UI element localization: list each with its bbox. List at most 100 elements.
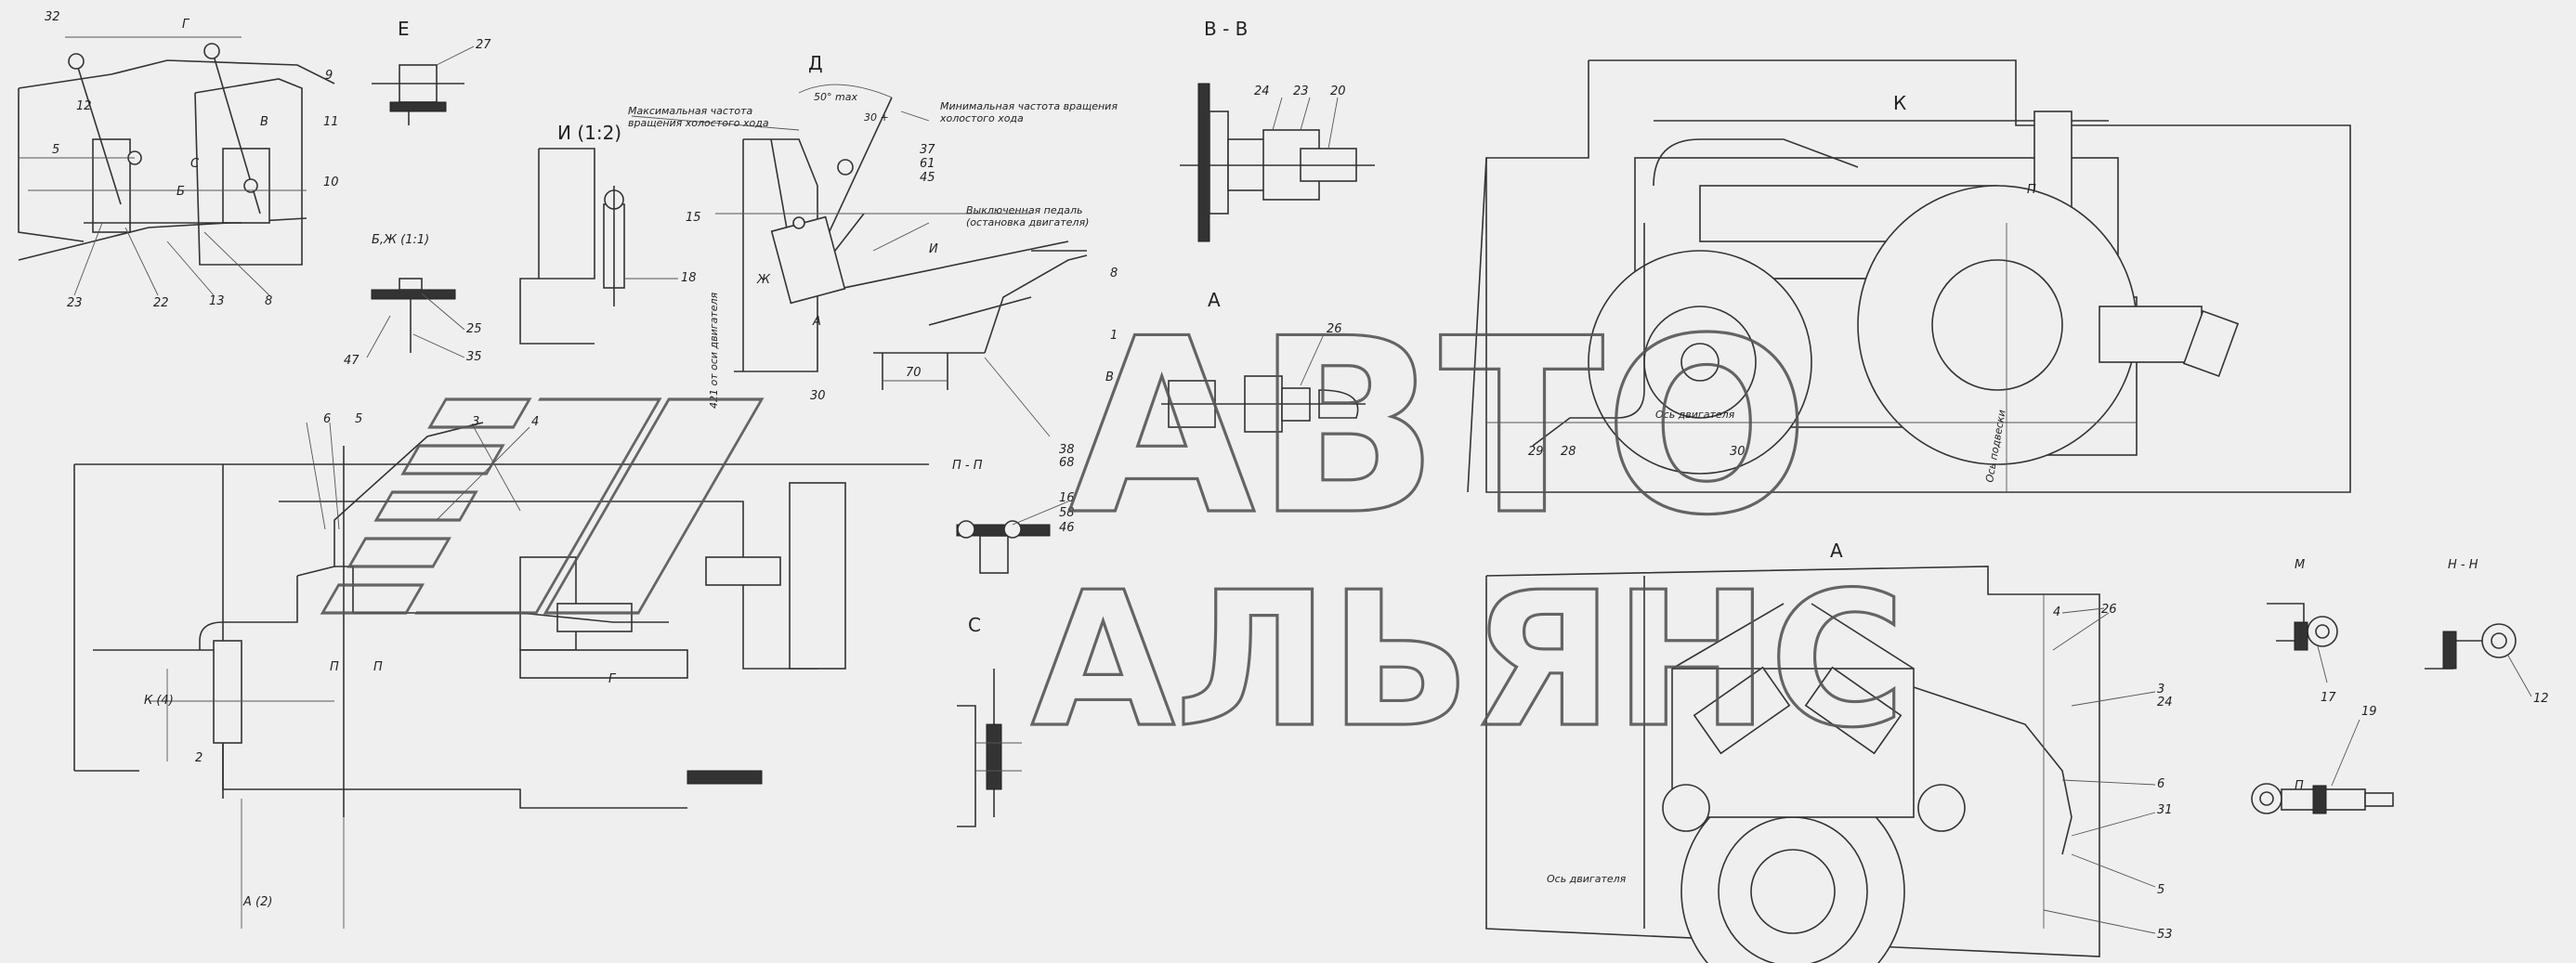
label-I: И <box>929 242 938 256</box>
watermark-line1: АВТО <box>1068 288 1810 568</box>
label-24-A: 24 <box>2157 696 2173 709</box>
label-58: 58 <box>1059 506 1075 520</box>
view-P-title: П <box>2295 779 2304 793</box>
label-30: 30 <box>810 389 826 403</box>
label-38: 38 <box>1059 443 1075 457</box>
label-3: 3 <box>472 415 479 429</box>
annotation-min-idle-2: холостого хода <box>939 112 1024 124</box>
label-4: 4 <box>531 415 539 429</box>
label-B-D: В <box>1105 371 1114 384</box>
view-A-lower: А 4 26 3 24 6 31 5 53 Ось двигателя <box>1485 540 2173 963</box>
view-A-mid: А 26 <box>1161 289 1366 433</box>
dimension-70: 70 <box>906 366 922 380</box>
view-BB-title: В - В <box>1204 18 1248 40</box>
view-I: И (1:2) 18 <box>519 122 697 345</box>
label-24: 24 <box>1254 85 1270 98</box>
label-30-K: 30 <box>1730 445 1746 459</box>
label-6: 6 <box>323 412 331 426</box>
view-NN-title: Н - Н <box>2448 558 2478 572</box>
label-23: 23 <box>67 296 83 310</box>
view-K: К П Ось двигателя Ось подвески 29 28 30 <box>1467 59 2351 493</box>
label-5-main: 5 <box>355 412 362 426</box>
label-26-A: 26 <box>2101 603 2117 617</box>
label-25: 25 <box>466 322 482 336</box>
annotation-pedal-off: Выключенная педаль <box>966 204 1083 216</box>
label-20: 20 <box>1330 85 1346 98</box>
label-P2: П <box>373 660 383 674</box>
label-27: 27 <box>476 38 491 52</box>
annotation-max-idle-2: вращения холостого хода <box>628 117 769 129</box>
label-29: 29 <box>1528 445 1544 459</box>
view-P: П 19 <box>2251 705 2394 814</box>
label-68: 68 <box>1059 456 1075 470</box>
label-C: С <box>190 157 200 171</box>
label-P: П <box>330 660 339 674</box>
label-47: 47 <box>344 354 360 368</box>
annotation-min-idle: Минимальная частота вращения <box>940 100 1118 112</box>
label-11: 11 <box>323 115 339 129</box>
label-P-K: П <box>2027 183 2036 197</box>
label-61: 61 <box>920 157 935 171</box>
label-5-A: 5 <box>2157 883 2164 897</box>
label-9: 9 <box>325 69 333 83</box>
view-K-title: К <box>1893 92 1906 114</box>
label-5: 5 <box>52 143 59 157</box>
view-A-mid-title: А <box>1208 289 1221 311</box>
annotation-max-idle: Максимальная частота <box>628 105 753 117</box>
label-4-A: 4 <box>2053 605 2060 619</box>
label-26: 26 <box>1327 322 1342 336</box>
angle-50: 50° max <box>814 91 857 103</box>
view-BZh: Б,Ж (1:1) 25 35 47 <box>344 233 482 368</box>
label-31: 31 <box>2157 803 2173 817</box>
view-PP: П - П 16 58 46 <box>952 459 1075 574</box>
view-D: Д Максимальная частота вращения холостог… <box>628 52 1118 470</box>
label-46: 46 <box>1059 521 1075 535</box>
label-53: 53 <box>2157 928 2173 942</box>
view-main-lower-left: 6 5 3 4 К (4) 2 П П Г А (2) <box>73 412 929 929</box>
label-G-main: Г <box>608 672 617 686</box>
view-A-lower-title: А <box>1830 540 1843 562</box>
watermark-line2: АЛЬЯНС <box>1031 553 1906 769</box>
label-13: 13 <box>209 294 225 308</box>
view-M-title: М <box>2295 558 2305 572</box>
view-BZh-title: Б,Ж (1:1) <box>372 233 429 247</box>
label-23-BB: 23 <box>1293 85 1309 98</box>
label-32: 32 <box>45 10 60 24</box>
label-3-A: 3 <box>2157 683 2164 696</box>
label-A2: А (2) <box>242 895 272 909</box>
label-8: 8 <box>265 294 272 308</box>
view-top-left: 32 Г 9 12 11 5 С 10 Б В 23 22 13 8 <box>18 10 339 310</box>
annotation-pedal-off-2: (остановка двигателя) <box>966 216 1089 228</box>
label-6-A: 6 <box>2157 777 2164 791</box>
label-45: 45 <box>920 171 935 185</box>
label-19: 19 <box>2361 705 2377 719</box>
view-D-title: Д <box>808 52 823 74</box>
label-22: 22 <box>153 296 169 310</box>
label-Zh: Ж <box>756 273 771 287</box>
view-NN: Н - Н 12 <box>2425 558 2549 706</box>
label-G: Г <box>182 18 190 32</box>
label-12-NN: 12 <box>2533 692 2549 706</box>
view-C-title: С <box>968 614 981 636</box>
label-17: 17 <box>2321 691 2336 705</box>
dimension-421: 421 от оси двигателя <box>708 292 720 409</box>
label-8-D: 8 <box>1110 267 1118 280</box>
view-C: С <box>957 614 1022 827</box>
label-15: 15 <box>686 211 701 225</box>
label-1: 1 <box>1110 329 1118 343</box>
label-V: В <box>260 115 268 129</box>
label-A: А <box>812 315 821 329</box>
label-16: 16 <box>1059 491 1075 505</box>
view-M: М 17 <box>2267 558 2338 705</box>
label-10: 10 <box>323 176 339 189</box>
view-E: Е 27 <box>372 18 491 125</box>
label-28: 28 <box>1561 445 1576 459</box>
axis-engine-A: Ось двигателя <box>1547 873 1627 885</box>
view-BB: В - В 24 23 20 <box>1180 18 1375 242</box>
view-PP-title: П - П <box>952 459 983 473</box>
watermark-logo: АВТО АЛЬЯНС <box>320 286 1907 771</box>
label-35: 35 <box>466 350 482 364</box>
axis-engine-K: Ось двигателя <box>1655 409 1735 421</box>
view-E-title: Е <box>398 18 410 40</box>
